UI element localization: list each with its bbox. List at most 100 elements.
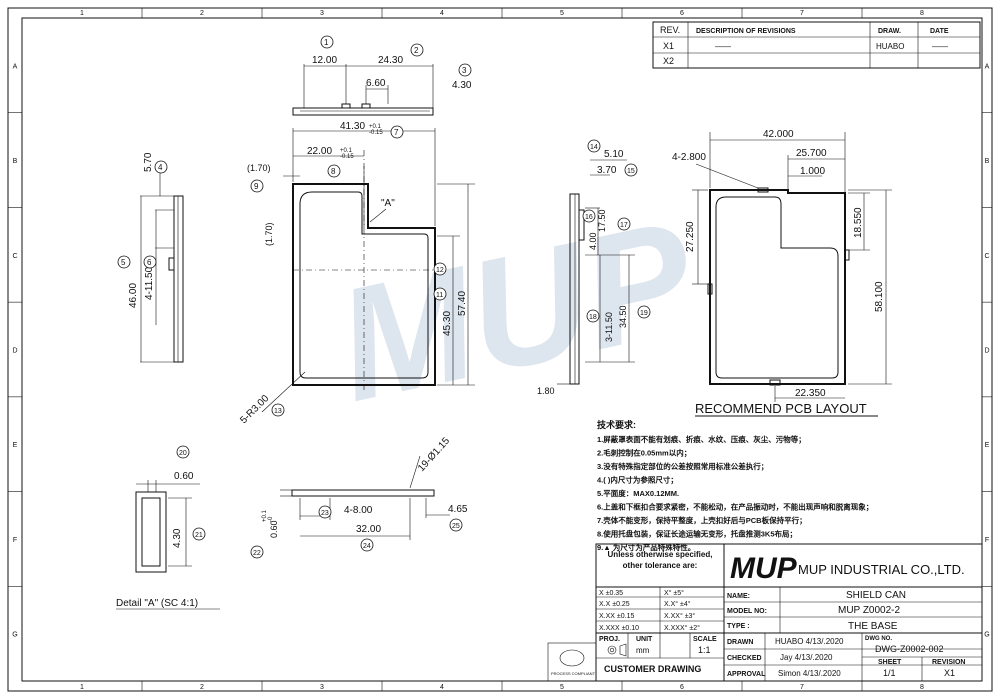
detail-a-view: 0.60 4.30 20 21 Detail "A" (SC 4:1) [116,445,220,610]
approval-value: Simon 4/13/.2020 [778,669,841,678]
svg-text:11: 11 [436,292,443,299]
svg-text:22: 22 [253,550,261,557]
bottom-dim-4-8: 4-8.00 [344,505,373,516]
frame-row-label: A [985,63,990,70]
bubble-24: 24 [360,538,374,552]
model-value: MUP Z0002-2 [838,605,901,616]
unit-label: UNIT [636,636,653,643]
bubble-3: 3 [458,63,472,77]
svg-text:3: 3 [462,66,467,75]
stamp-caption: PROCESS COMPLIANT [551,671,596,676]
drawn-label: DRAWN [727,639,753,646]
dim-6-60: 6.60 [366,78,386,89]
svg-text:24: 24 [363,543,371,550]
frame-col-label: 6 [680,684,684,691]
bubble-13: 13 [271,403,285,417]
type-label: TYPE : [727,623,750,630]
desc-x1: —— [715,42,731,51]
pcb-dim-4-2-8: 4-2.800 [672,152,706,163]
bubble-1: 1 [320,35,334,49]
rev-header: REV. [660,25,680,35]
pcb-dim-18-55: 18.550 [853,207,864,238]
bubble-25: 25 [449,518,463,532]
frame-col-label: 8 [920,684,924,691]
left-side-view: 5.70 46.00 4-11.50 4 5 6 [117,152,184,363]
dim-46: 46.00 [128,283,139,308]
frame-row-label: F [985,537,989,544]
dim-5-70: 5.70 [143,152,154,172]
pcb-layout-view: 42.000 4-2.800 25.700 1.000 27.250 18.55… [672,129,892,417]
dim-1-80: 1.80 [537,386,555,396]
model-label: MODEL NO: [727,608,767,615]
svg-text:5: 5 [121,258,126,267]
dim-45-30: 45.30 [442,311,453,336]
pcb-dim-27-25: 27.250 [685,221,696,252]
dwg-value: DWG-Z0002-002 [875,644,944,654]
revision-label: REVISION [932,659,965,666]
tol-x-linear: X ±0.35 [599,590,623,597]
scale-value: 1:1 [698,645,711,655]
tolerance-header-2: other tolerance are: [623,561,698,570]
frame-row-label: B [985,158,990,165]
date-x1: —— [932,42,948,51]
tol-xxxx-angle: X.XXX° ±2° [664,624,700,632]
dim-4-30: 4.30 [452,80,472,91]
dim-12: 12.00 [312,55,337,66]
svg-text:15: 15 [627,168,635,175]
svg-text:13: 13 [274,408,282,415]
bottom-dim-32: 32.00 [356,524,381,535]
outer-frame [7,7,993,692]
svg-text:4: 4 [158,163,163,172]
frame-row-label: G [12,632,17,639]
frame-row-label: F [13,537,17,544]
dim-34-50: 34.50 [618,305,628,328]
svg-text:8: 8 [331,167,336,176]
frame-row-label: C [984,253,989,260]
bubble-23: 23 [318,505,332,519]
rev-x1: X1 [663,41,674,51]
note-line: 2.毛刺控制在0.05mm以内； [597,448,691,459]
dim-3-11-50: 3-11.50 [604,312,614,342]
frame-row-label: B [13,158,18,165]
frame-col-label: 2 [200,684,204,691]
detail-a-callout: "A" [381,198,395,209]
svg-text:18: 18 [589,314,597,321]
right-side-view: 5.10 3.70 4.00 17.50 3-11.50 34.50 1.80 … [537,139,651,396]
pcb-dim-58-1: 58.100 [874,281,885,312]
bubble-5: 5 [117,255,131,269]
note-line: 1.屏蔽罩表面不能有划痕、折痕、水纹、压痕、灰尘、污物等； [597,434,806,445]
note-line: 4.( )内尺寸为参照尺寸； [597,475,678,486]
checked-label: CHECKED [727,655,762,662]
corner-radius: 5-R3.00 [238,393,271,426]
title-block: Unless otherwise specified, other tolera… [547,543,983,682]
frame-col-label: 1 [80,684,84,691]
scale-label: SCALE [693,636,717,643]
frame-row-label: E [13,442,18,449]
top-edge-view: 12.00 24.30 6.60 4.30 1 2 3 [292,35,472,116]
frame-row-label: C [12,253,17,260]
bubble-22: 22 [250,545,264,559]
dim-41-30: 41.30 [340,121,365,132]
frame-col-label: 8 [920,10,924,17]
frame-row-label: E [985,442,990,449]
frame-col-label: 1 [80,10,84,17]
bubble-9: 9 [250,179,264,193]
svg-text:23: 23 [321,510,329,517]
tol-xxxx-linear: X.XXX ±0.10 [599,625,639,632]
rev-x2: X2 [663,56,674,66]
svg-text:9: 9 [254,182,259,191]
dim-24-30: 24.30 [378,55,403,66]
frame-col-label: 2 [200,10,204,17]
tol-xxx-angle: X.XX° ±3° [664,612,695,620]
frame-col-label: 4 [440,684,444,691]
bottom-dim-0-60: 0.60 [269,520,279,538]
process-stamp: PROCESS COMPLIANT [547,642,597,682]
bubble-21: 21 [192,527,206,541]
frame-row-label: D [984,348,989,355]
frame-col-label: 6 [680,10,684,17]
bottom-dim-4-65: 4.65 [448,504,468,515]
frame-col-label: 5 [560,684,564,691]
bubble-8: 8 [327,164,341,178]
